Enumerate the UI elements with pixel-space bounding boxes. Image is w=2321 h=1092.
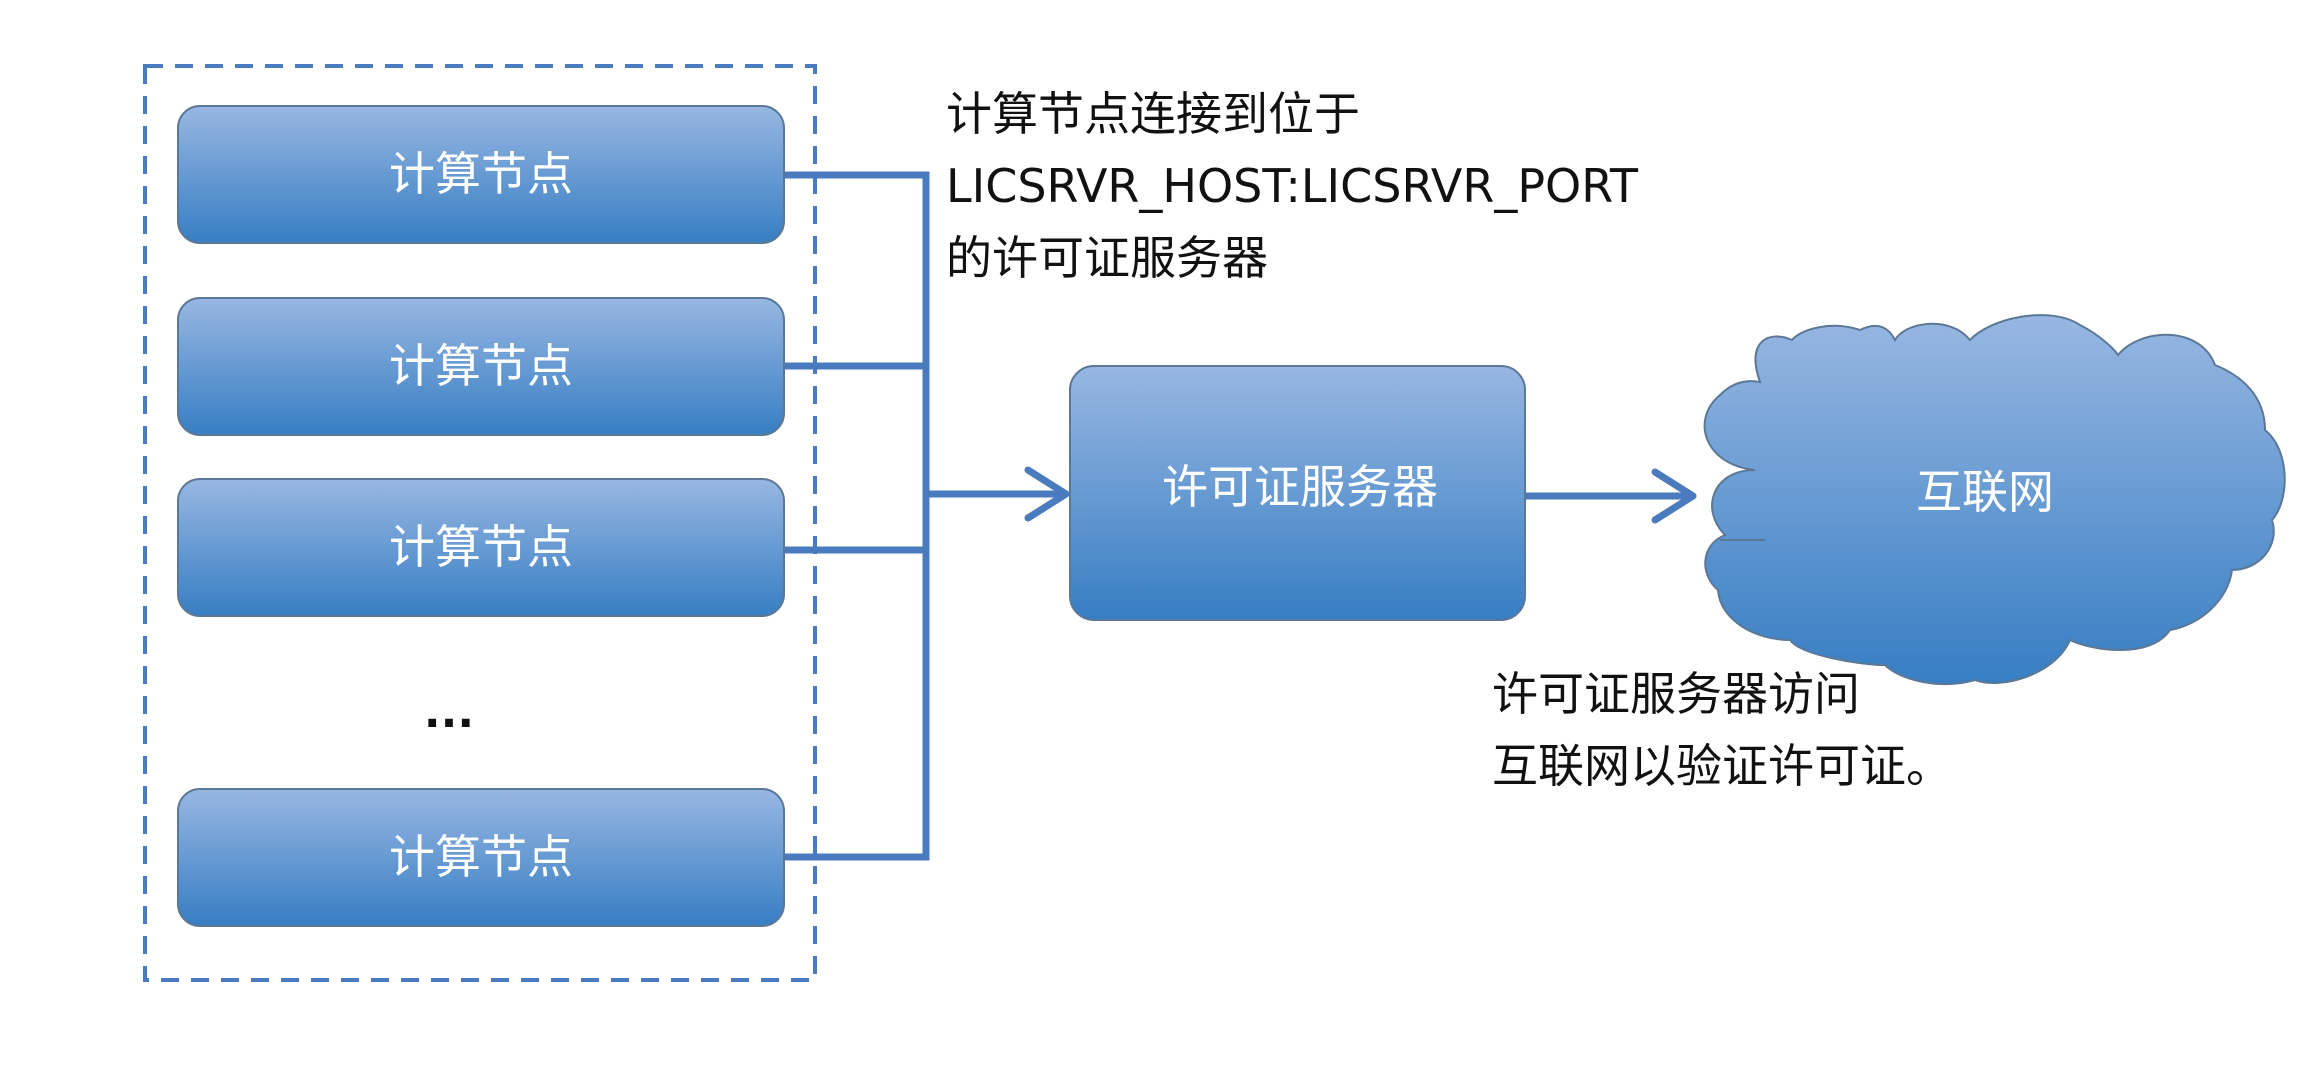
internet: 互联网 [1703, 314, 2286, 686]
compute-node-label: 计算节点 [389, 339, 573, 393]
cloud-icon [1703, 314, 2286, 686]
connector-lines [784, 171, 1697, 861]
compute-node: 计算节点 [177, 788, 785, 927]
note-line: 许可证服务器访问 [1492, 667, 1860, 721]
compute-node-box [177, 105, 785, 244]
arrow-to-server-head [1024, 466, 1070, 522]
compute-node-box [177, 297, 785, 436]
arrow-to-internet-head [1651, 468, 1697, 524]
note-line: 的许可证服务器 [946, 231, 1268, 285]
compute-node: 计算节点 [177, 105, 785, 244]
compute-connection-note: 计算节点连接到位于 LICSRVR_HOST:LICSRVR_PORT 的许可证… [946, 87, 1639, 285]
note-line: 计算节点连接到位于 [946, 87, 1360, 141]
note-line: 互联网以验证许可证。 [1492, 739, 1952, 793]
compute-node-box [177, 788, 785, 927]
compute-node-box [177, 478, 785, 617]
compute-node: 计算节点 [177, 478, 785, 617]
license-server-label: 许可证服务器 [1162, 460, 1438, 514]
compute-node: 计算节点 [177, 297, 785, 436]
server-internet-note: 许可证服务器访问 互联网以验证许可证。 [1492, 667, 1952, 793]
compute-node-label: 计算节点 [389, 830, 573, 884]
license-server-box [1069, 365, 1526, 621]
license-server: 许可证服务器 [1069, 365, 1526, 621]
note-line: LICSRVR_HOST:LICSRVR_PORT [946, 159, 1639, 213]
internet-label: 互联网 [1916, 465, 2054, 519]
compute-node-label: 计算节点 [389, 520, 573, 574]
more-nodes-ellipsis: ... [424, 687, 474, 738]
compute-node-group [143, 64, 817, 982]
compute-node-label: 计算节点 [389, 147, 573, 201]
